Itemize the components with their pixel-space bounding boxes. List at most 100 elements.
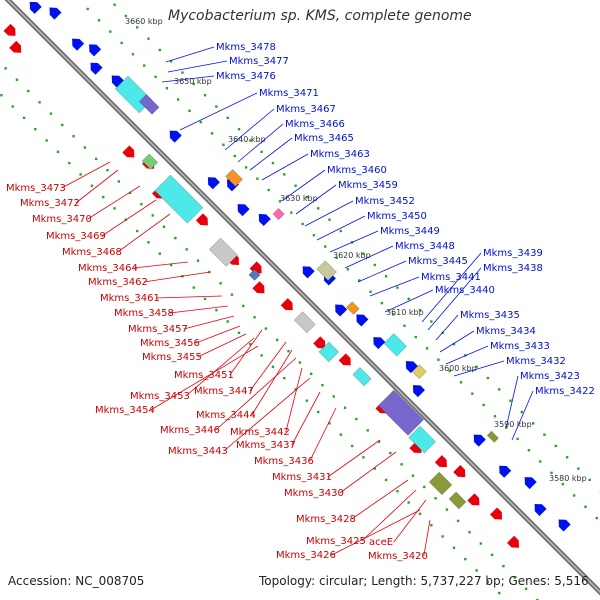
orf-dot — [305, 399, 309, 402]
orf-dot — [83, 146, 87, 149]
orf-dot — [233, 154, 236, 158]
orf-dot — [475, 365, 478, 368]
orf-dot — [237, 127, 241, 131]
reverse-gene-arrow — [29, 1, 42, 14]
ruler-tick-label: 3600 kbp — [439, 364, 477, 373]
orf-dot — [264, 327, 268, 330]
orf-dot — [490, 553, 494, 557]
reverse-domain-block — [383, 333, 408, 357]
orf-dot — [192, 82, 195, 86]
orf-dot — [192, 286, 195, 289]
orf-dot — [328, 422, 331, 425]
orf-dot — [90, 184, 94, 187]
forward-domain-block — [248, 268, 261, 281]
orf-dot — [237, 331, 241, 335]
forward-gene-arrow — [434, 455, 447, 468]
orf-dot — [425, 347, 429, 350]
orf-dot — [117, 180, 120, 183]
ruler-tick-label: 3620 kbp — [333, 251, 371, 260]
orf-dot — [158, 252, 162, 255]
reverse-label-leader — [295, 184, 337, 215]
orf-dot — [482, 403, 485, 407]
forward-label-leader — [87, 185, 141, 220]
orf-dot — [294, 388, 297, 391]
forward-gene-arrow — [195, 213, 208, 226]
forward-gene-arrow — [506, 535, 520, 548]
reverse-label-leader — [167, 60, 228, 73]
reverse-gene-label: Mkms_3441 — [421, 272, 481, 283]
orf-dot — [120, 41, 123, 45]
orf-dot — [493, 415, 497, 418]
gene-features — [3, 1, 571, 548]
reverse-gene-arrow — [499, 465, 512, 478]
reverse-gene-arrow — [524, 477, 537, 490]
forward-label-leader — [61, 161, 111, 189]
reverse-gene-arrow — [49, 7, 62, 20]
forward-gene-label: Mkms_3455 — [142, 352, 202, 363]
orf-dot — [380, 301, 384, 305]
orf-dot — [459, 381, 463, 384]
reverse-label-leader — [304, 200, 354, 227]
orf-dot — [143, 64, 146, 67]
orf-dot — [366, 429, 369, 432]
orf-dot — [316, 410, 320, 414]
orf-dot — [350, 444, 354, 448]
orf-dot — [11, 105, 14, 108]
orf-dot — [509, 399, 512, 402]
forward-domain-block — [141, 153, 159, 170]
reverse-label-leader — [161, 75, 215, 83]
orf-dot — [298, 361, 302, 364]
reverse-label-leader — [511, 390, 534, 441]
reverse-gene-label: Mkms_3478 — [216, 42, 276, 53]
orf-dot — [343, 406, 347, 409]
orf-dot — [536, 598, 539, 600]
orf-dot — [346, 267, 350, 271]
orf-dot — [199, 120, 203, 124]
forward-gene-arrow — [249, 261, 262, 274]
label-leader-lines — [61, 46, 534, 557]
reverse-label-leader — [384, 289, 434, 313]
reverse-gene-arrow — [207, 177, 220, 190]
forward-label-leader — [285, 367, 303, 433]
reverse-label-leader — [435, 314, 459, 341]
orf-dot — [283, 173, 286, 176]
forward-gene-label: Mkms_3428 — [296, 514, 356, 525]
forward-gene-arrow — [9, 40, 22, 53]
orf-dot — [328, 218, 331, 221]
orf-dot — [527, 449, 531, 452]
orf-dot — [441, 535, 444, 538]
reverse-gene-label: Mkms_3433 — [490, 341, 550, 352]
reverse-gene-arrow — [302, 266, 315, 279]
forward-gene-arrow — [3, 23, 16, 36]
orf-dot — [38, 101, 41, 104]
forward-label-leader — [423, 519, 431, 557]
orf-dot — [151, 214, 154, 217]
forward-gene-label: Mkms_3431 — [272, 472, 332, 483]
forward-gene-label: Mkms_3447 — [194, 386, 254, 397]
forward-gene-arrow — [280, 298, 293, 311]
orf-dot — [244, 166, 248, 169]
orf-dot — [260, 150, 263, 154]
orf-dot — [109, 30, 112, 33]
orf-dot — [72, 135, 75, 138]
orf-dot — [230, 293, 234, 296]
reverse-label-leader — [224, 108, 275, 151]
reverse-gene-label: Mkms_3463 — [310, 149, 370, 160]
forward-domain-block — [428, 471, 453, 496]
orf-dot — [68, 161, 71, 165]
accession-text: Accession: NC_008705 — [8, 574, 145, 588]
reverse-label-leader — [261, 153, 309, 181]
orf-dot — [418, 512, 422, 516]
ruler-tick-label: 3660 kbp — [125, 17, 163, 26]
orf-dot — [309, 372, 313, 376]
orf-dot — [430, 523, 433, 527]
orf-dot — [565, 456, 569, 459]
reverse-label-leader — [445, 345, 489, 365]
orf-dot — [222, 143, 225, 146]
forward-gene-label: Mkms_3425 — [306, 536, 366, 547]
reverse-label-leader — [439, 330, 475, 353]
reverse-label-leader — [357, 260, 407, 283]
orf-dot — [140, 202, 143, 206]
orf-dot — [332, 395, 335, 398]
